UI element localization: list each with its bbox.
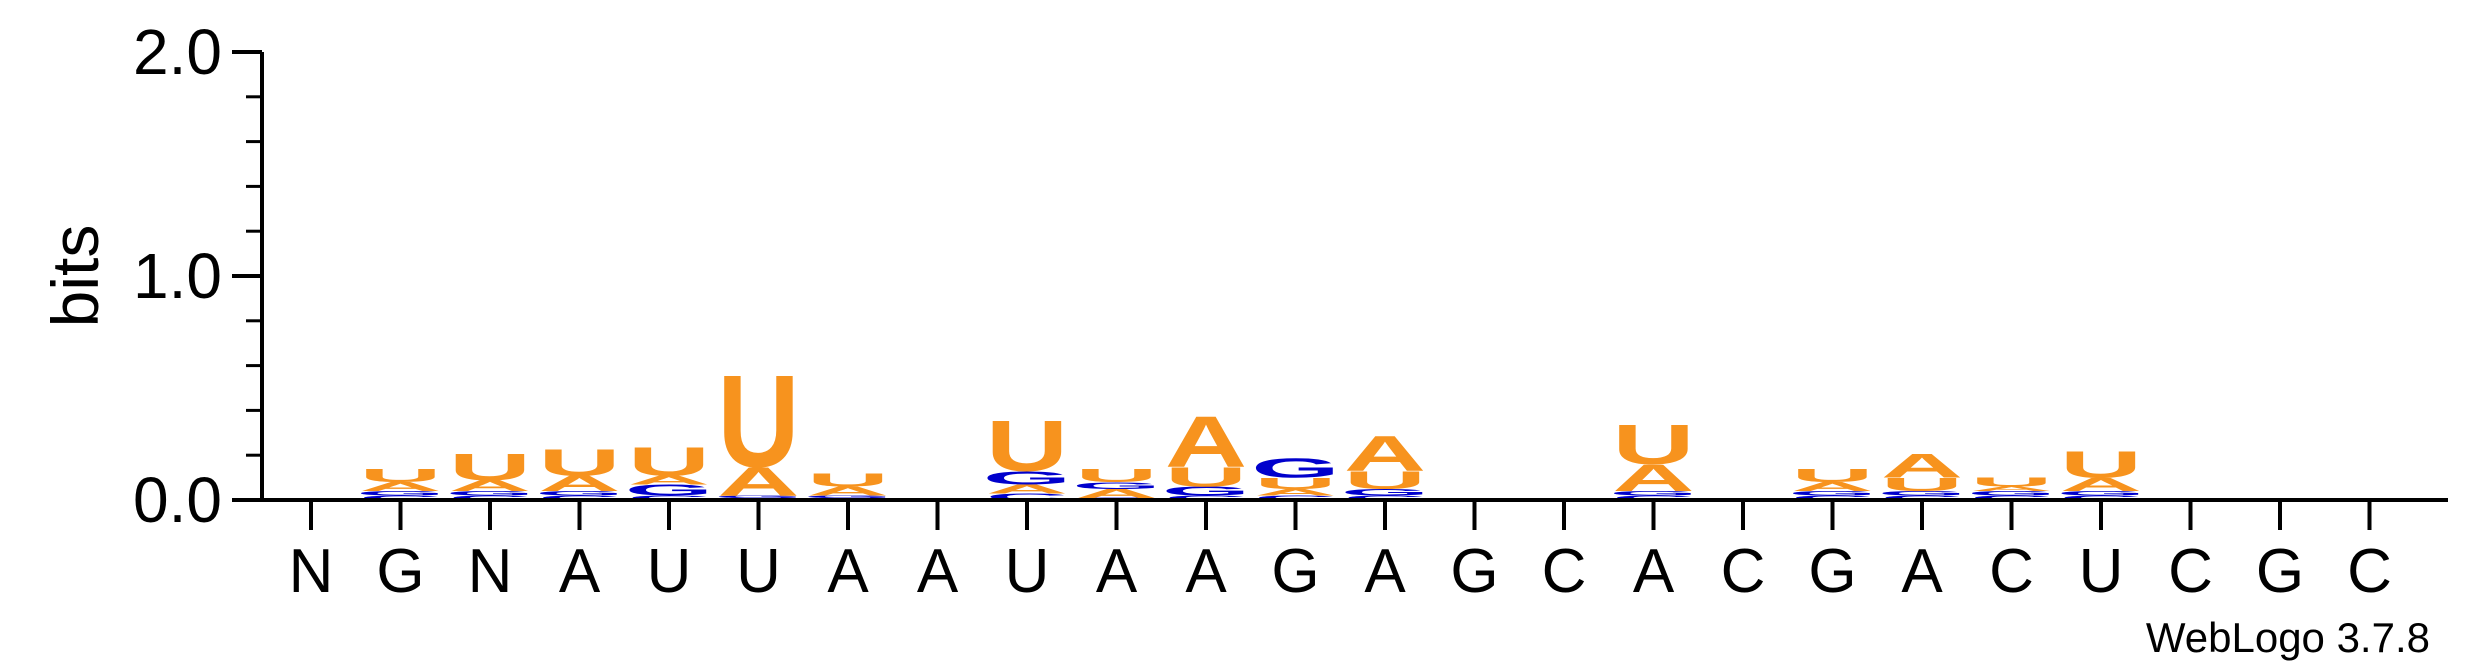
logo-letter-u: U (1970, 475, 2052, 489)
logo-letter-a: A (449, 477, 531, 495)
logo-letter-a: A (807, 484, 889, 498)
x-tick-label: C (2347, 537, 2392, 606)
x-tick-label: N (468, 537, 513, 606)
x-tick-label: A (559, 537, 601, 606)
logo-letter-u: U (1791, 465, 1873, 486)
logo-letter-g: G (2057, 490, 2146, 497)
logo-letter-a: A (628, 473, 710, 487)
logo-letter-u: U (717, 349, 799, 495)
logo-letter-g: G (983, 468, 1072, 489)
logo-letter-a: A (1254, 487, 1336, 497)
y-major-ticks: 0.0 1.0 2.0 (133, 16, 262, 536)
logo-letter-u: U (449, 446, 531, 488)
x-tick-label: A (827, 537, 869, 606)
logo-letter-u: U (628, 439, 710, 484)
logo-letter-c: C (449, 494, 531, 501)
logo-letter-c: C (2060, 494, 2142, 501)
x-tick-label: C (2168, 537, 2213, 606)
x-tick-label: C (1989, 537, 2034, 606)
x-tick-label: A (917, 537, 959, 606)
logo-letter-a: A (1970, 485, 2052, 492)
x-tick-label: G (1450, 537, 1498, 606)
x-tick-label: C (1721, 537, 1766, 606)
logo-letter-g: G (1967, 490, 2056, 497)
x-tick-label: G (1808, 537, 1856, 606)
y-tick-label: 0.0 (133, 464, 222, 536)
logo-letter-u: U (359, 465, 441, 486)
logo-letter-c: C (1344, 494, 1426, 501)
logo-letter-u: U (1254, 475, 1336, 493)
logo-letter-g: G (804, 495, 893, 498)
logo-letter-a: A (1075, 487, 1157, 501)
logo-letter-u: U (1612, 414, 1694, 477)
logo-letter-a: A (1791, 480, 1873, 494)
logo-letter-u: U (1344, 466, 1426, 494)
logo-letter-a: A (1344, 425, 1426, 481)
logo-letter-g: G (356, 490, 445, 497)
logo-letter-a: A (986, 482, 1068, 496)
logo-letter-g: G (1878, 490, 1967, 497)
logo-letter-u: U (1165, 461, 1247, 493)
logo-letter-g: G (1341, 487, 1430, 497)
logo-letter-u: U (807, 470, 889, 491)
logo-letters: CGAUCGAUCGAUCGAUCGAUCGAUCAGUCAGUCGUACAUG… (356, 349, 2145, 505)
x-tick-label: U (2079, 537, 2124, 606)
logo-letter-a: A (1881, 447, 1963, 485)
x-tick-label: N (289, 537, 334, 606)
logo-letter-c: C (1612, 494, 1694, 501)
logo-letter-g: G (714, 495, 803, 498)
x-tick-label: A (1364, 537, 1406, 606)
logo-letter-u: U (986, 407, 1068, 487)
logo-letter-a: A (1612, 457, 1694, 499)
logo-letter-g: G (1072, 480, 1161, 490)
x-tick-label: G (376, 537, 424, 606)
x-tick-label: C (1542, 537, 1587, 606)
y-minor-ticks (246, 95, 262, 457)
x-tick-label: A (1901, 537, 1943, 606)
logo-letter-c: C (1970, 494, 2052, 501)
logo-letter-c: C (1165, 494, 1247, 501)
logo-letter-u: U (1881, 474, 1963, 495)
logo-letter-c: C (986, 492, 1068, 502)
logo-letter-c: C (1254, 494, 1336, 501)
logo-letter-a: A (1165, 402, 1247, 482)
x-tick-label: U (1005, 537, 1050, 606)
logo-letter-g: G (1251, 452, 1340, 484)
x-tick-label: U (647, 537, 692, 606)
logo-letter-c: C (628, 494, 710, 501)
logo-letter-a: A (538, 472, 620, 496)
x-tick-label: A (1633, 537, 1675, 606)
x-tick-label: A (1185, 537, 1227, 606)
logo-letter-a: A (2060, 474, 2142, 495)
x-tick-label: A (1096, 537, 1138, 606)
x-tick-label: U (736, 537, 781, 606)
logo-letter-g: G (535, 490, 624, 497)
logo-letter-c: C (359, 494, 441, 501)
logo-letter-g: G (1162, 484, 1251, 498)
logo-letter-c: C (538, 494, 620, 501)
y-axis-label: bits (38, 225, 112, 328)
logo-letter-a: A (359, 480, 441, 494)
logo-letter-u: U (2060, 444, 2142, 486)
logo-letter-g: G (625, 481, 714, 499)
weblogo-footer: WebLogo 3.7.8 (2146, 614, 2430, 661)
y-tick-label: 1.0 (133, 240, 222, 312)
x-tick-label: G (1271, 537, 1319, 606)
logo-letter-c: C (1791, 494, 1873, 501)
logo-letter-a: A (717, 459, 799, 504)
logo-letter-u: U (1075, 465, 1157, 486)
logo-letter-c: C (1881, 494, 1963, 501)
logo-letter-u: U (538, 441, 620, 483)
x-tick-label: G (2256, 537, 2304, 606)
logo-letter-g: G (446, 490, 535, 497)
logo-letter-g: G (1788, 490, 1877, 497)
logo-letter-g: G (1609, 490, 1698, 497)
y-tick-label: 2.0 (133, 16, 222, 88)
